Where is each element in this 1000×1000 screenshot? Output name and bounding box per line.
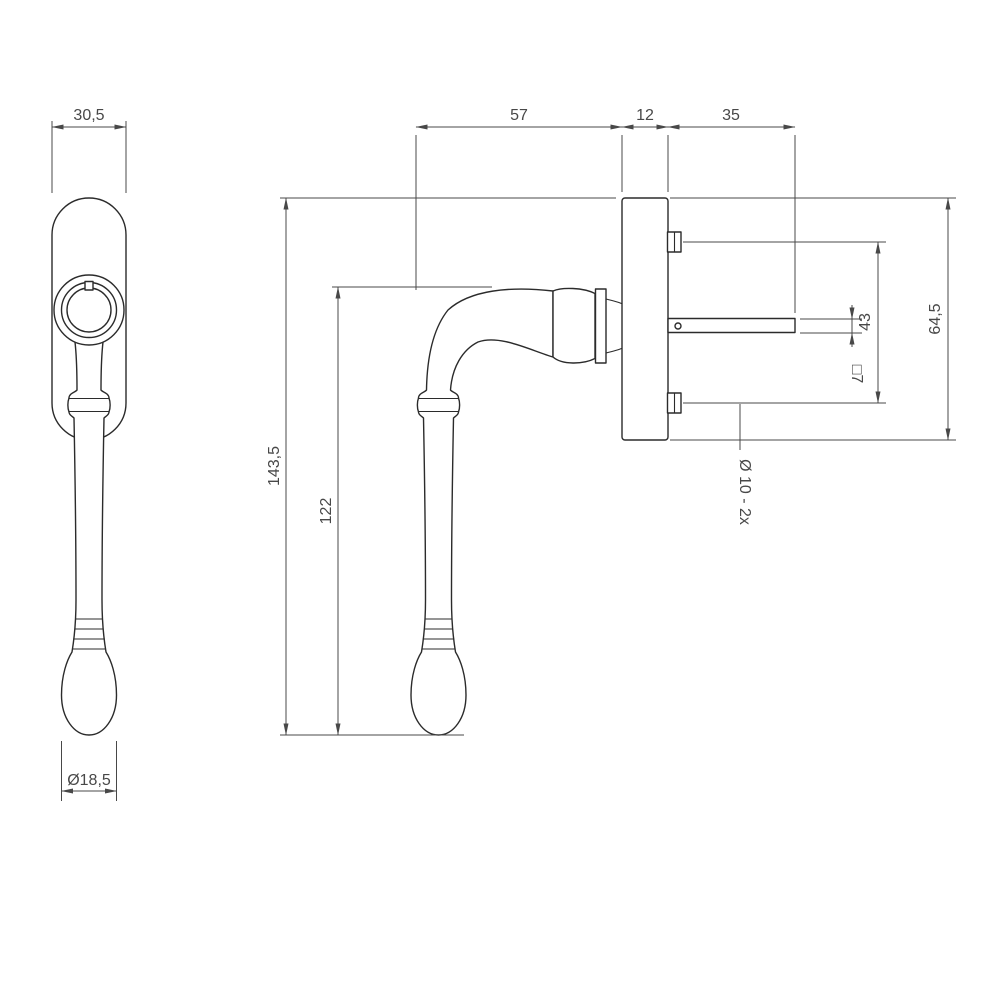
front-neck-inner-circle	[66, 287, 112, 333]
side-handle-ball	[552, 287, 596, 364]
dim-screw-centres-label: 43	[857, 313, 874, 331]
dim-spindle-square: □7	[800, 305, 865, 383]
annotation-screw-holes: Ø 10 - 2x	[736, 404, 753, 525]
dim-spindle-length-label: 35	[722, 107, 740, 124]
dim-top-row: 57 12 35	[415, 107, 796, 313]
front-keyway-notch	[84, 280, 94, 291]
dim-front-grip: Ø18,5	[61, 741, 117, 801]
side-handle-lever	[410, 288, 554, 736]
side-neck-line	[605, 298, 623, 305]
front-handle-body	[60, 341, 118, 736]
dim-spindle-square-label: □7	[848, 365, 865, 384]
side-neck-disc	[594, 288, 607, 364]
dim-projection-label: 57	[510, 107, 528, 124]
side-rosette-plate	[621, 197, 669, 441]
dim-front-grip-label: Ø18,5	[67, 772, 111, 789]
dim-front-width-label: 30,5	[73, 107, 104, 124]
dim-front-width: 30,5	[51, 107, 127, 193]
side-grub-screw	[674, 322, 682, 330]
dim-right-column: 43 64,5	[670, 197, 956, 441]
side-neck-line	[605, 347, 623, 354]
dim-grip-length-label: 122	[318, 498, 335, 525]
annotation-screw-holes-label: Ø 10 - 2x	[736, 459, 753, 525]
side-view	[410, 197, 796, 736]
dim-overall-height-label: 143,5	[266, 446, 283, 486]
dim-rosette-thickness-label: 12	[636, 107, 654, 124]
front-view	[51, 197, 127, 736]
side-spindle	[667, 317, 796, 334]
dim-left-column: 143,5 122	[266, 197, 616, 736]
dim-rosette-height-label: 64,5	[927, 303, 944, 334]
